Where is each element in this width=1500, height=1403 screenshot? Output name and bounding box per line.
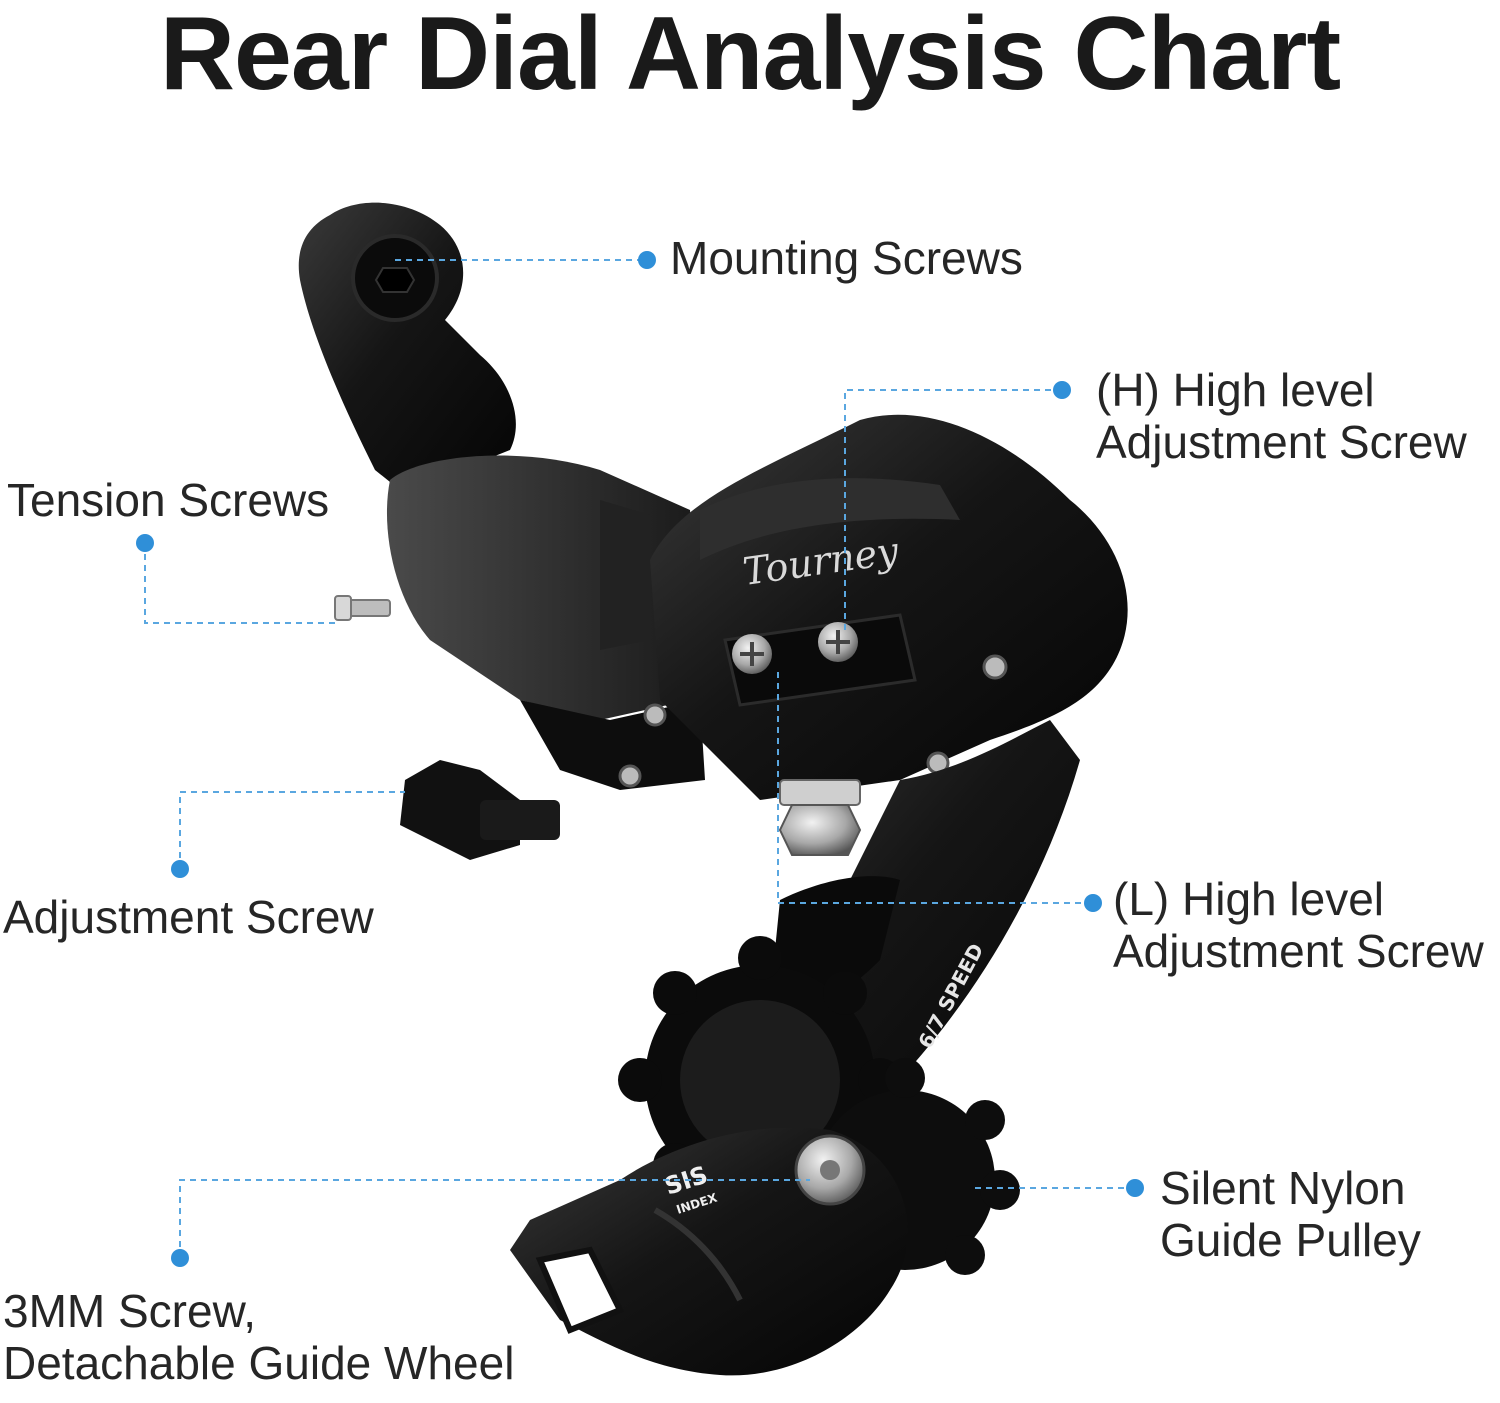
callout-dot-adjust — [171, 860, 189, 878]
cable-anchor-bolt — [778, 779, 862, 856]
callout-dot-high-l — [1084, 894, 1102, 912]
mounting-bracket — [298, 202, 516, 490]
tension-screw-graphic — [334, 595, 391, 621]
leader-high-h — [844, 389, 1062, 630]
label-3mm-line2: Detachable Guide Wheel — [3, 1337, 515, 1389]
callout-dot-mounting — [638, 251, 656, 269]
label-guide-pulley: Silent Nylon Guide Pulley — [1160, 1162, 1421, 1266]
callout-dot-3mm — [171, 1249, 189, 1267]
label-3mm-line1: 3MM Screw, — [3, 1285, 257, 1337]
label-tension-screws: Tension Screws — [7, 474, 330, 526]
label-3mm-screw: 3MM Screw, Detachable Guide Wheel — [3, 1285, 514, 1389]
leader-tension — [144, 543, 335, 624]
label-high-h-line1: (H) High level — [1096, 364, 1375, 416]
label-pulley-line2: Guide Pulley — [1160, 1214, 1421, 1266]
label-high-h: (H) High level Adjustment Screw — [1096, 364, 1467, 468]
label-high-h-line2: Adjustment Screw — [1096, 416, 1467, 468]
leader-adjust — [179, 791, 405, 869]
leader-3mm — [179, 1179, 810, 1258]
callout-dot-pulley — [1126, 1179, 1144, 1197]
lower-cage: SIS INDEX — [510, 1058, 1020, 1376]
label-high-l-line2: Adjustment Screw — [1113, 925, 1484, 977]
leader-lines — [144, 259, 1135, 1258]
leader-high-l — [777, 670, 1092, 904]
label-adjustment-screw: Adjustment Screw — [3, 891, 374, 943]
page-title: Rear Dial Analysis Chart — [159, 0, 1341, 112]
label-high-l: (L) High level Adjustment Screw — [1113, 873, 1484, 977]
label-high-l-line1: (L) High level — [1113, 873, 1384, 925]
derailleur-head: Tourney — [618, 414, 1128, 800]
label-mounting-screws: Mounting Screws — [670, 232, 1023, 284]
callout-dot-high-h — [1053, 381, 1071, 399]
label-pulley-line1: Silent Nylon — [1160, 1162, 1406, 1214]
barrel-adjuster-graphic — [400, 760, 560, 860]
callout-dot-tension — [136, 534, 154, 552]
